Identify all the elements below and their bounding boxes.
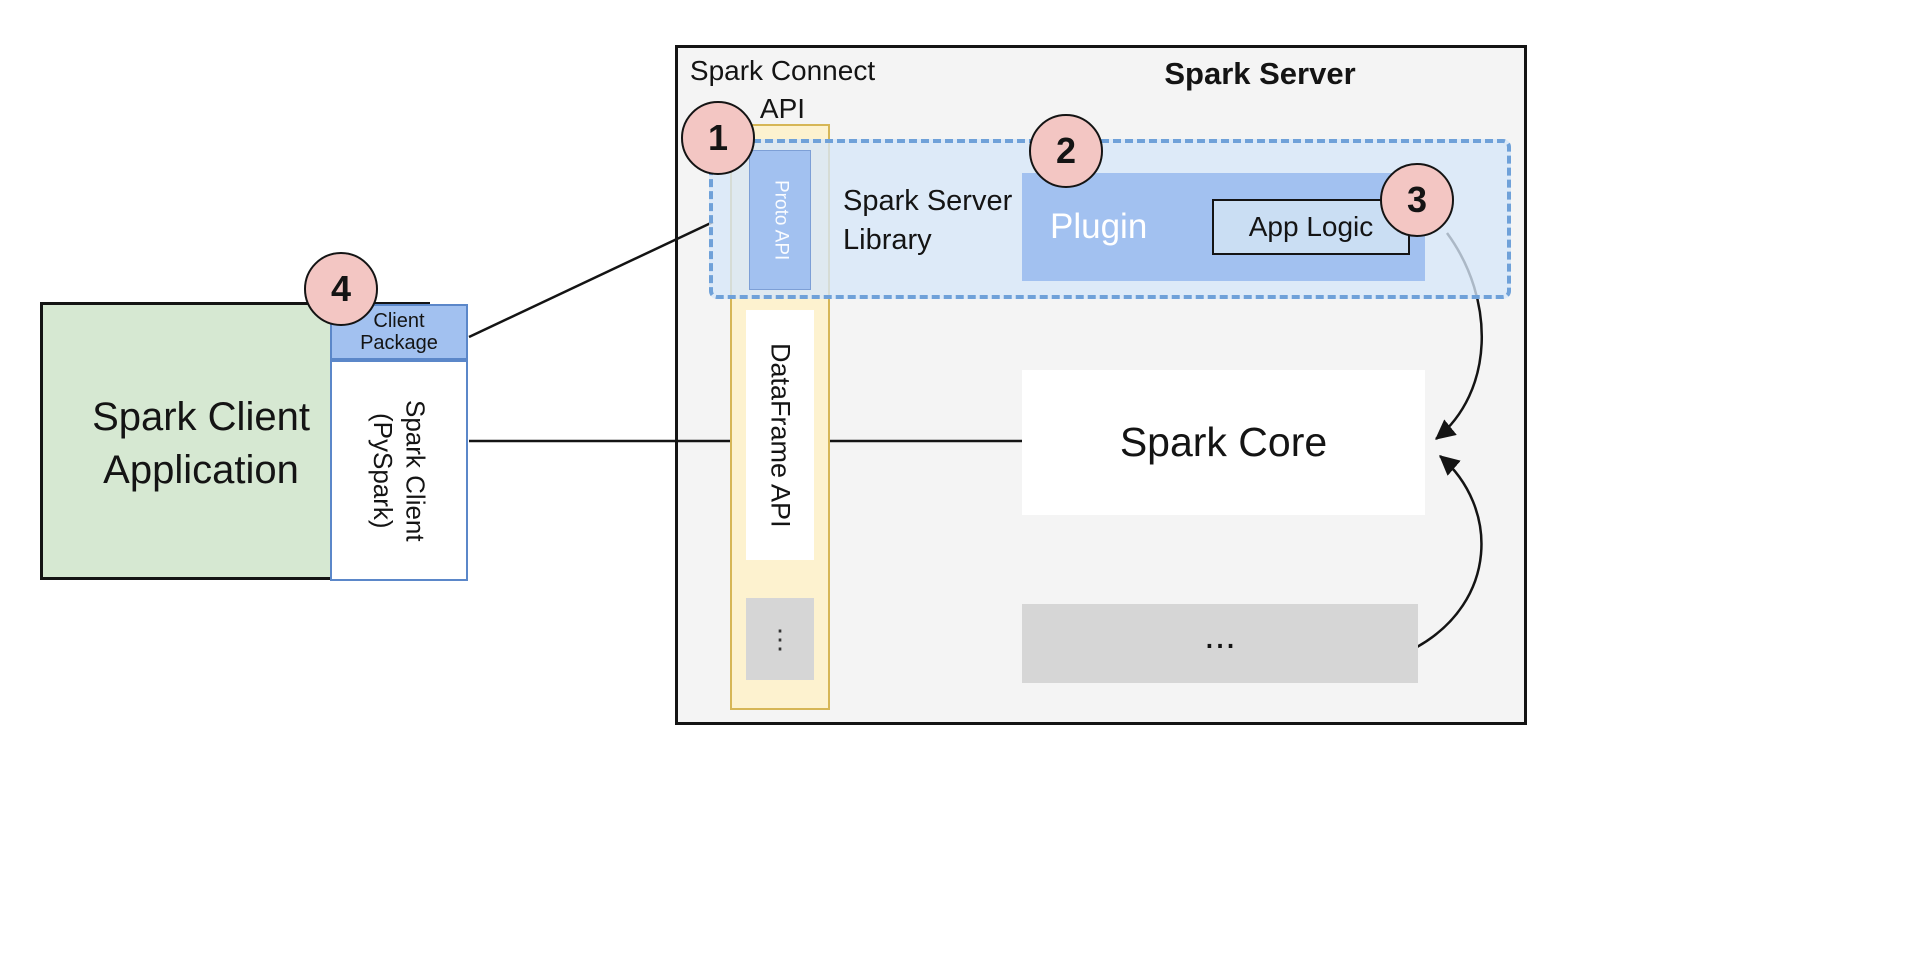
spark-client-application-label: Spark Client Application — [92, 395, 310, 492]
step-badge-4-label: 4 — [330, 268, 352, 309]
spark-server-title: Spark Server — [1164, 56, 1356, 91]
client-package-label: Client Package — [360, 309, 438, 354]
step-badge-2: 2 — [1029, 114, 1103, 188]
step-badge-4: 4 — [304, 252, 378, 326]
proto-api-box: Proto API — [749, 150, 811, 290]
step-badge-3: 3 — [1380, 163, 1454, 237]
app-logic-label: App Logic — [1248, 211, 1374, 242]
dataframe-api-label: DataFrame API — [765, 342, 796, 528]
step-badge-2-label: 2 — [1055, 130, 1077, 171]
step-badge-1: 1 — [681, 101, 755, 175]
spark-connect-api-label: Spark Connect API — [689, 55, 876, 124]
spark-core-label: Spark Core — [1119, 419, 1328, 465]
server-more-box: ... — [1022, 604, 1418, 683]
spark-server-library-label: Spark Server Library — [843, 185, 1013, 257]
step-badge-1-label: 1 — [707, 117, 729, 158]
dataframe-api-box: DataFrame API — [746, 310, 814, 560]
plugin-label: Plugin — [1050, 207, 1148, 246]
spark-client-pyspark-box: Spark Client (PySpark) — [330, 360, 468, 581]
step-badge-3-label: 3 — [1406, 179, 1428, 220]
spark-client-pyspark-label: Spark Client (PySpark) — [368, 399, 431, 542]
api-column-more-box: ⋮ — [746, 598, 814, 680]
spark-core-box: Spark Core — [1022, 370, 1425, 515]
client-package-box: Client Package — [330, 304, 468, 360]
proto-api-label: Proto API — [770, 179, 792, 261]
plugin-box: Plugin App Logic — [1022, 173, 1425, 281]
api-column-more-label: ⋮ — [767, 623, 793, 654]
server-more-label: ... — [1204, 615, 1236, 658]
